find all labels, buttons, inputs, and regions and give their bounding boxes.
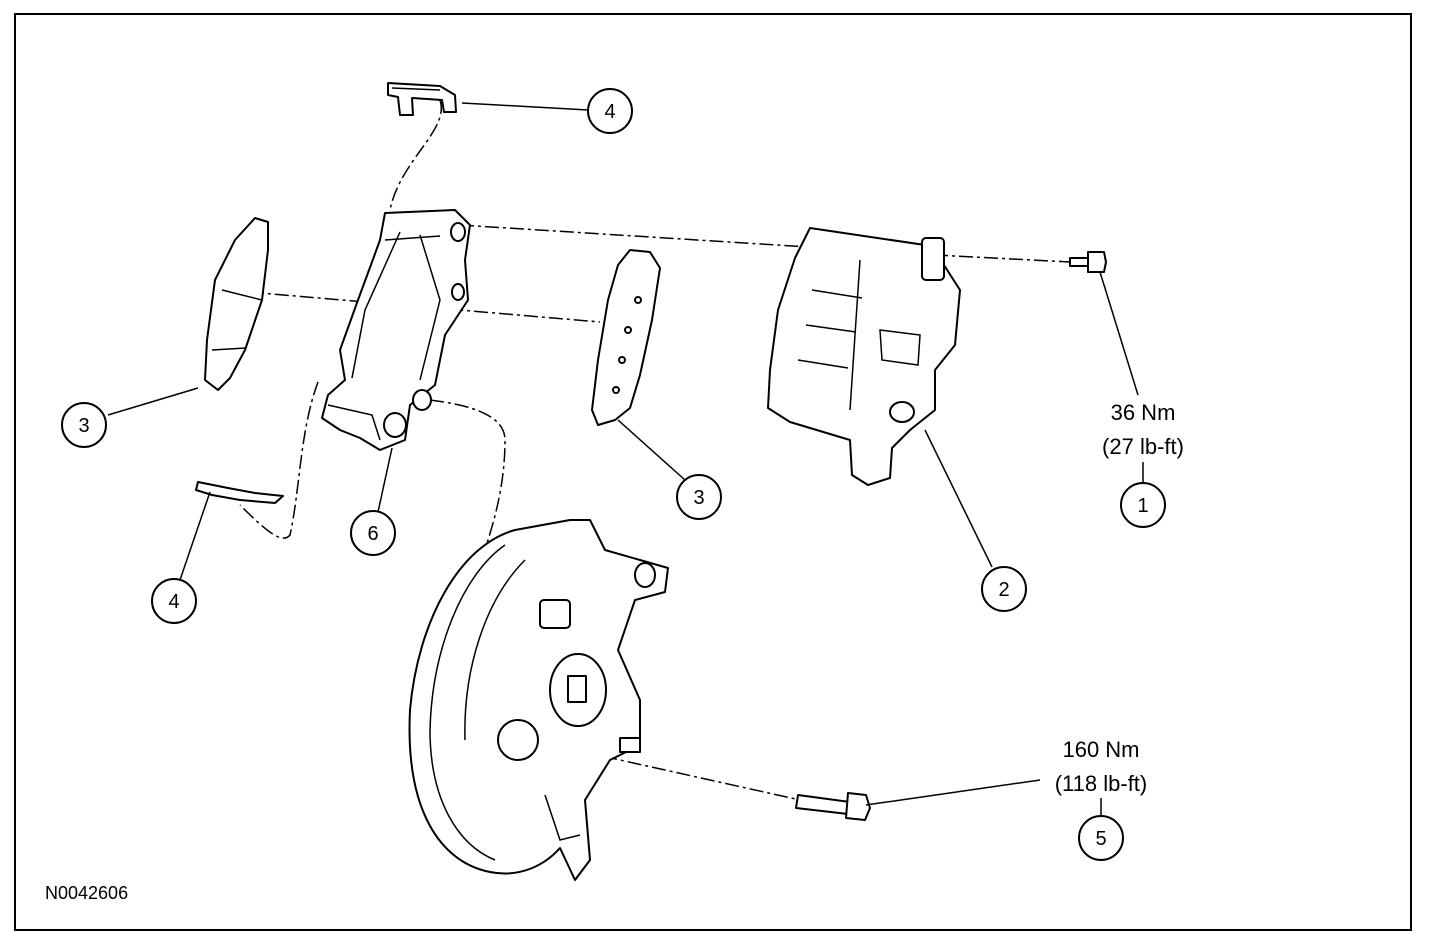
caliper-guide-pin-bolt bbox=[1069, 251, 1107, 273]
torque-spec-1: 36 Nm (27 lb-ft) bbox=[1102, 400, 1184, 459]
svg-text:(118 lb-ft): (118 lb-ft) bbox=[1055, 771, 1148, 796]
anti-rattle-clip-upper bbox=[387, 82, 457, 116]
figure-id: N0042606 bbox=[45, 883, 128, 903]
svg-text:6: 6 bbox=[367, 523, 378, 545]
svg-text:(27 lb-ft): (27 lb-ft) bbox=[1102, 434, 1184, 459]
svg-text:36 Nm: 36 Nm bbox=[1111, 400, 1176, 425]
callout-1: 1 bbox=[1120, 482, 1166, 528]
anti-rattle-clip-lower bbox=[195, 481, 284, 504]
assembly-lines bbox=[224, 99, 1071, 801]
callout-3-inner-pad: 3 bbox=[61, 402, 107, 448]
svg-text:5: 5 bbox=[1095, 828, 1106, 850]
anchor-plate-bolt bbox=[795, 792, 871, 821]
rotor-and-knuckle bbox=[408, 519, 669, 881]
caliper-anchor-bracket bbox=[321, 209, 471, 451]
callout-4-upper-clip: 4 bbox=[587, 88, 633, 134]
svg-text:4: 4 bbox=[604, 101, 615, 123]
svg-text:4: 4 bbox=[168, 591, 179, 613]
callout-5: 5 bbox=[1078, 815, 1124, 861]
svg-text:3: 3 bbox=[78, 415, 89, 437]
svg-text:160 Nm: 160 Nm bbox=[1062, 737, 1139, 762]
brake-pad-inner bbox=[204, 217, 269, 391]
callout-3-outer-pad: 3 bbox=[676, 474, 722, 520]
svg-text:1: 1 bbox=[1137, 495, 1148, 517]
callout-6: 6 bbox=[350, 510, 396, 556]
diagram-frame bbox=[14, 13, 1412, 931]
svg-text:3: 3 bbox=[693, 487, 704, 509]
callout-4-lower-clip: 4 bbox=[151, 578, 197, 624]
callout-2: 2 bbox=[981, 566, 1027, 612]
brake-pad-outer bbox=[591, 249, 661, 426]
leader-lines bbox=[107, 102, 1144, 815]
torque-spec-5: 160 Nm (118 lb-ft) bbox=[1055, 737, 1148, 796]
brake-caliper bbox=[767, 227, 961, 486]
svg-text:2: 2 bbox=[998, 579, 1009, 601]
